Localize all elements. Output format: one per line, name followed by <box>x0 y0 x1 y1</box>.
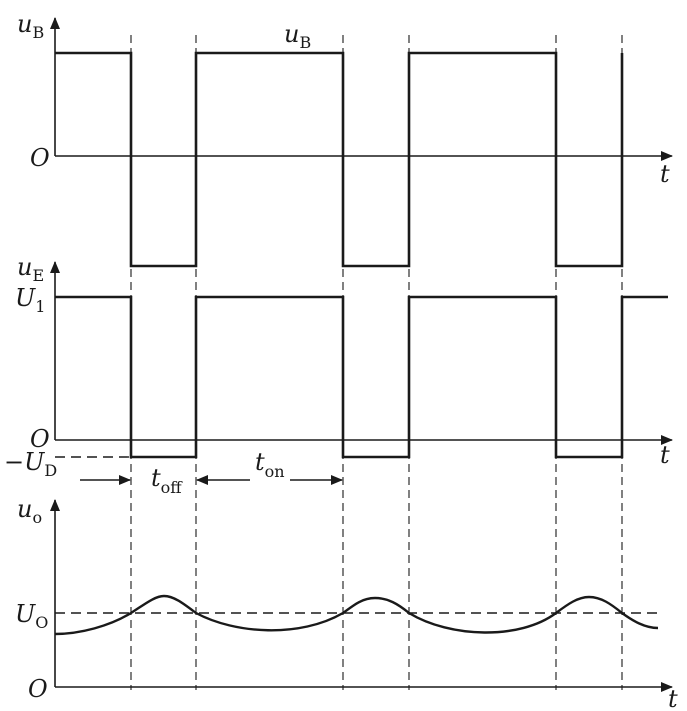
ub-signal-label: uB <box>284 20 311 52</box>
ue-u1-level-label: U1 <box>15 284 45 316</box>
ub-axis-label: uB <box>17 10 44 42</box>
interval-annotations: toff ton <box>80 448 343 497</box>
ue-axis-label: uE <box>17 253 44 285</box>
uo-average-level-label: UO <box>15 600 48 632</box>
ue-origin-label: O <box>30 425 50 453</box>
uo-ripple-waveform <box>54 594 659 636</box>
uo-origin-label: O <box>28 675 48 703</box>
uo-panel: uo UO O t <box>15 495 678 711</box>
ue-waveform <box>55 295 668 459</box>
ue-panel: uE U1 O −UD t <box>4 253 673 480</box>
ub-panel: uB uB O t <box>17 10 673 268</box>
ton-label: ton <box>255 448 285 481</box>
ub-time-label: t <box>660 160 670 188</box>
uo-time-label: t <box>668 685 678 711</box>
toff-label: toff <box>151 464 183 497</box>
ue-time-label: t <box>660 441 670 469</box>
ub-origin-label: O <box>30 144 50 172</box>
ue-minus-ud-label: −UD <box>4 448 57 480</box>
switching-guides <box>130 35 623 690</box>
uo-axis-label: uo <box>17 495 42 527</box>
ub-waveform <box>55 51 624 268</box>
